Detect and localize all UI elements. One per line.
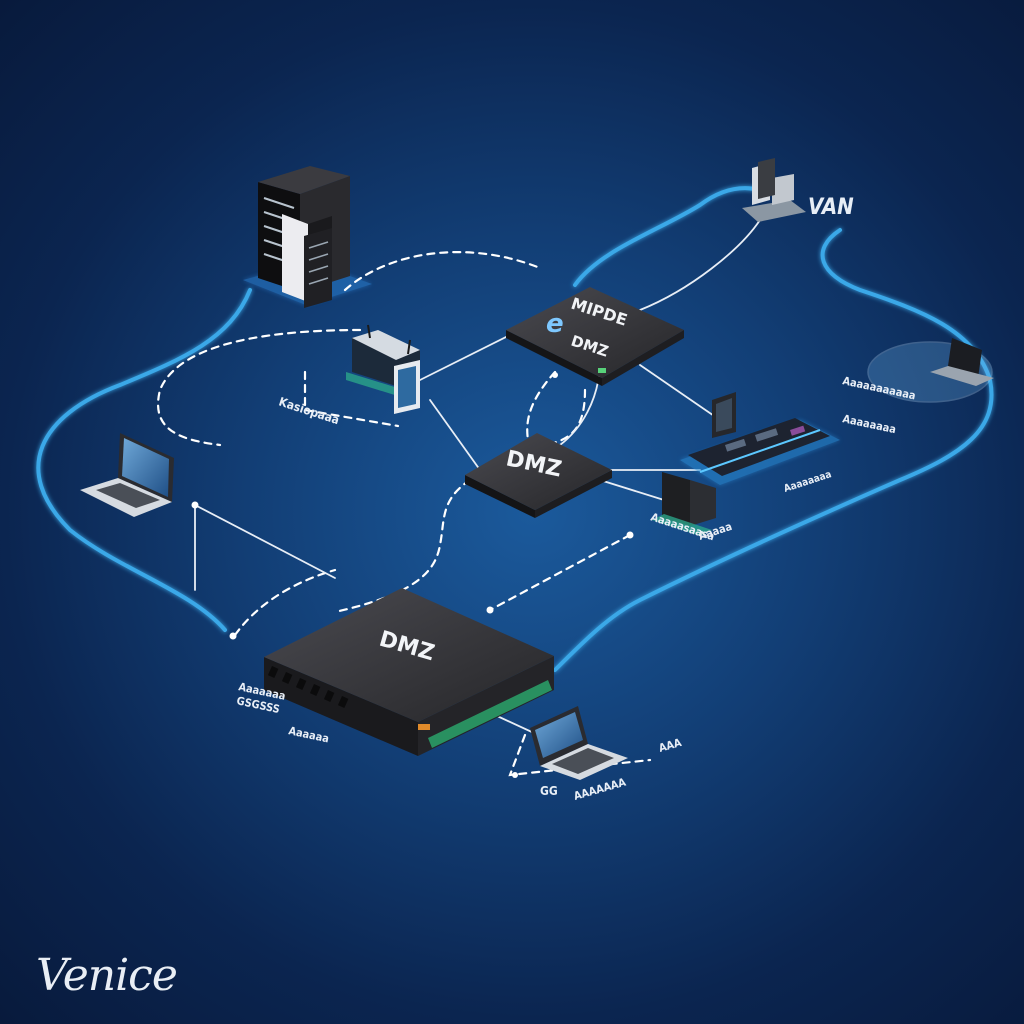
link-switchtop-wan: [639, 219, 761, 311]
switch-mid-side-l: [465, 475, 535, 518]
link-endpoints: [191, 372, 634, 778]
node-unit: [662, 472, 690, 526]
link-server-switchtop: [343, 251, 542, 292]
mini-server-face: [716, 398, 732, 432]
link-switchtop-mid-1: [543, 388, 587, 447]
laptop-bottom-label-a: GG: [540, 784, 558, 798]
switch-top-brand-mark: e: [546, 309, 564, 339]
solid-links: [36, 186, 994, 672]
router-antenna-2: [407, 339, 411, 355]
link-mid-main: [333, 478, 472, 614]
watermark-logo: Venice: [36, 950, 178, 1001]
link-switchtop-router: [419, 334, 511, 381]
switch-main-ports: [267, 666, 349, 708]
laptop-bottom-icon[interactable]: [530, 706, 628, 780]
wan-panel-edge: [758, 158, 775, 199]
server-rack-icon[interactable]: [258, 166, 350, 308]
rack-blade-2-front: [304, 228, 332, 308]
link-router-mid: [429, 399, 481, 471]
endpoint-dot: [512, 772, 518, 778]
wan-server-icon[interactable]: [742, 158, 806, 222]
endpoint-dot: [626, 531, 634, 539]
node-board: [652, 514, 712, 536]
board-chips: [724, 425, 806, 452]
link-switchtop-rack: [639, 364, 721, 421]
rack-main-top: [258, 166, 350, 194]
router-left-label: Kasiopaaa: [277, 395, 341, 428]
board-rails: [699, 429, 821, 473]
dashed-links: [157, 251, 652, 777]
right-group-label-b: Aaaaa: [697, 520, 734, 543]
switch-top-side-r: [602, 330, 684, 386]
laptop-left-screen: [122, 438, 169, 497]
laptop-bottom-keys: [552, 748, 614, 774]
switch-mid-face: [465, 433, 612, 510]
rack-blade-1: [282, 214, 308, 302]
endpoint-dot: [191, 501, 199, 509]
cloud-laptop-icon[interactable]: [867, 338, 994, 403]
link-server-left-loop: [36, 288, 252, 632]
wan-tray: [742, 200, 806, 222]
router-board: [346, 372, 398, 396]
link-main-right: [488, 533, 632, 612]
link-router-loop: [157, 328, 362, 447]
link-laptop-left-main: [194, 504, 336, 579]
switch-top-led: [598, 368, 606, 373]
endpoint-dot: [552, 372, 558, 378]
link-right-loop: [553, 228, 994, 672]
link-laptop-main: [233, 568, 337, 637]
switch-mid-side-r: [535, 470, 612, 518]
switch-main[interactable]: DMZ: [264, 588, 554, 756]
link-switchtop-mid-2: [526, 370, 557, 442]
laptop-bottom-screen: [535, 712, 583, 758]
cloud-laptop-screen: [948, 338, 982, 378]
right-board-label: Aaaaaaaa: [783, 469, 833, 495]
right-cloud-sublabel: Aaaaaaaa: [841, 412, 897, 436]
right-equipment-cluster[interactable]: [652, 392, 840, 536]
laptop-bottom-label-c: AAA: [657, 736, 683, 755]
link-router-box: [303, 370, 400, 428]
switch-top-side: [506, 330, 602, 386]
switch-main-board: [428, 680, 552, 748]
router-unit-face: [398, 366, 416, 408]
cloud-laptop-base: [930, 366, 994, 386]
wan-label: VAN: [808, 195, 854, 220]
wan-panel-2: [772, 174, 794, 205]
router-antenna-1: [367, 324, 371, 339]
switch-main-face: [264, 588, 554, 722]
switch-top-face: [506, 287, 684, 378]
switch-ports-label-c: Aaaaaa: [287, 724, 330, 745]
wireless-router-icon[interactable]: [346, 324, 420, 414]
switch-main-led: [418, 724, 430, 730]
link-wan-top: [573, 186, 762, 287]
laptop-left-keys: [96, 483, 160, 508]
endpoint-dot: [229, 632, 237, 640]
rack-blade-lines: [308, 241, 329, 285]
switch-mid[interactable]: DMZ: [465, 433, 612, 518]
node-unit-front: [690, 480, 716, 526]
endpoint-dot: [486, 606, 494, 614]
laptop-left-icon[interactable]: [80, 433, 174, 517]
